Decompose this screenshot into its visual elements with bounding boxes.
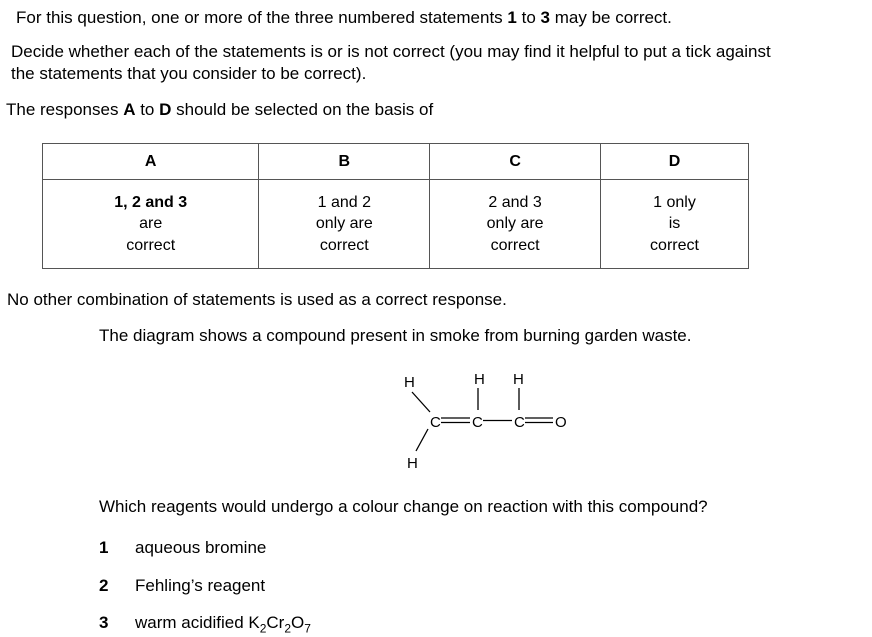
- cell-line: 1 and 2: [317, 193, 371, 211]
- intro-line-1: For this question, one or more of the th…: [16, 8, 672, 28]
- atom-h-top-mid: H: [474, 371, 485, 388]
- bond-h-c1-upper: [411, 391, 431, 413]
- atom-h-top-left: H: [404, 374, 415, 391]
- intro-text: should be selected on the basis of: [176, 100, 434, 119]
- response-letter: D: [159, 100, 172, 119]
- option-2: 2: [99, 576, 108, 596]
- cell-line: is: [668, 215, 681, 233]
- intro-text: to: [521, 8, 536, 27]
- intro-text: to: [140, 100, 155, 119]
- header-c: C: [429, 143, 601, 180]
- option-number: 1: [99, 538, 109, 557]
- cell-line: are: [139, 215, 163, 233]
- option-number: 2: [99, 576, 109, 595]
- reagent-text: O: [291, 613, 305, 632]
- cell-line: correct: [490, 236, 540, 254]
- cell-d: 1 only is correct: [600, 179, 749, 269]
- cell-line: correct: [650, 236, 699, 254]
- option-3-text: warm acidified K2Cr2O7: [135, 613, 311, 635]
- cell-line: only are: [315, 215, 373, 233]
- intro-line-2: Decide whether each of the statements is…: [11, 42, 771, 61]
- cell-b: 1 and 2 only are correct: [258, 179, 431, 269]
- question-stem: The diagram shows a compound present in …: [99, 326, 692, 345]
- reagent-text: Cr: [266, 613, 285, 632]
- atom-c1: C: [430, 414, 441, 431]
- header-b: B: [258, 143, 431, 180]
- header-a: A: [41, 143, 260, 180]
- atom-o: O: [555, 414, 567, 431]
- statement-number: 3: [540, 8, 550, 27]
- subscript: 2: [284, 621, 292, 636]
- cell-line: correct: [319, 236, 369, 254]
- cell-line: correct: [126, 236, 176, 254]
- option-3: 3: [99, 613, 108, 633]
- atom-h-bottom: H: [407, 455, 418, 472]
- cell-line: 1, 2 and 3: [114, 193, 188, 211]
- option-2-text: Fehling’s reagent: [135, 576, 266, 595]
- cell-a: 1, 2 and 3 are correct: [41, 179, 260, 269]
- table-row: 1, 2 and 3 are correct 1 and 2 only are …: [41, 179, 749, 269]
- question-text: Which reagents would undergo a colour ch…: [99, 497, 708, 516]
- option-number: 3: [99, 613, 109, 632]
- intro-line-3: the statements that you consider to be c…: [11, 64, 367, 83]
- molecule-structure: H H H C C C O H: [404, 371, 567, 472]
- response-letter: A: [123, 100, 136, 119]
- response-key-table: A B C D 1, 2 and 3 are correct 1 and 2 o…: [41, 143, 749, 269]
- after-table-note: No other combination of statements is us…: [7, 290, 507, 309]
- intro-text: The responses: [6, 100, 119, 119]
- intro-text: question, one or more of the three numbe…: [77, 8, 503, 27]
- option-1: 1: [99, 538, 108, 558]
- cell-c: 2 and 3 only are correct: [429, 179, 601, 269]
- atom-c2: C: [472, 414, 483, 431]
- table-header-row: A B C D: [41, 143, 749, 180]
- intro-line-4: The responses A to D should be selected …: [6, 100, 433, 120]
- subscript: 7: [304, 621, 311, 636]
- cell-line: 2 and 3: [488, 193, 542, 211]
- option-1-text: aqueous bromine: [135, 538, 267, 557]
- statement-number: 1: [507, 8, 517, 27]
- reagent-text: warm acidified K: [135, 613, 260, 632]
- intro-text: For this: [16, 8, 73, 27]
- header-d: D: [600, 143, 749, 180]
- bond-h-c1-lower: [415, 428, 429, 452]
- atom-h-top-right: H: [513, 371, 524, 388]
- cell-line: only are: [486, 215, 544, 233]
- cell-line: 1 only: [653, 193, 696, 211]
- subscript: 2: [259, 621, 267, 636]
- intro-text: may be correct.: [554, 8, 672, 27]
- atom-c3: C: [514, 414, 525, 431]
